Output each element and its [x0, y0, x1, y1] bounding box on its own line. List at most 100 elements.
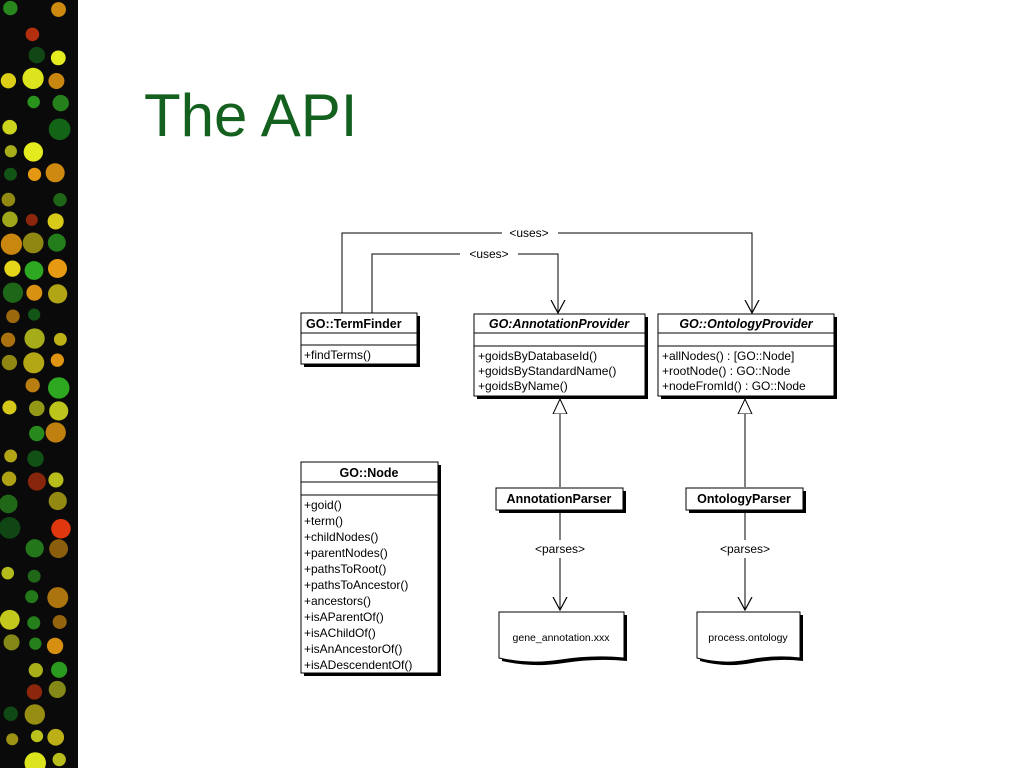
microarray-spot	[23, 352, 45, 374]
microarray-spot	[2, 119, 18, 135]
microarray-spot	[46, 637, 64, 655]
microarray-spot	[6, 733, 19, 746]
microarray-spot	[0, 332, 16, 347]
microarray-spot	[23, 142, 44, 162]
microarray-spot	[29, 637, 42, 650]
microarray-image	[0, 0, 78, 768]
microarray-spot	[51, 661, 68, 678]
method: +isAChildOf()	[304, 626, 376, 640]
microarray-spot	[50, 353, 64, 367]
microarray-spot	[49, 401, 69, 421]
microarray-spot	[27, 450, 44, 467]
microarray-spot	[24, 704, 46, 725]
method: +goidsByStandardName()	[478, 364, 616, 378]
microarray-spot	[6, 309, 20, 324]
microarray-spot	[22, 67, 44, 90]
method: +rootNode() : GO::Node	[662, 364, 791, 378]
class-ontology-parser: OntologyParser	[685, 487, 806, 513]
microarray-spot	[2, 211, 18, 228]
microarray-spot	[45, 163, 65, 183]
microarray-spot	[47, 233, 66, 252]
microarray-spot	[2, 400, 17, 415]
microarray-spot	[52, 752, 66, 767]
microarray-spot	[4, 167, 17, 181]
class-name: GO:AnnotationProvider	[489, 317, 630, 331]
microarray-spot	[24, 328, 45, 349]
parses-annotation-edge: <parses>	[535, 511, 585, 610]
microarray-spot	[26, 284, 43, 301]
method: +isADescendentOf()	[304, 658, 412, 672]
microarray-spot	[49, 539, 68, 559]
method: +goidsByDatabaseId()	[478, 349, 597, 363]
uses-ontology-edge: <uses>	[341, 226, 752, 314]
microarray-spot	[3, 706, 18, 721]
class-name: GO::Node	[339, 466, 398, 480]
uses-label: <uses>	[469, 247, 508, 261]
microarray-spot	[30, 729, 44, 743]
microarray-spot	[4, 260, 21, 277]
microarray-spot	[48, 680, 66, 699]
microarray-spot	[29, 400, 45, 417]
microarray-spot	[50, 50, 66, 66]
class-go-node: GO::Node +goid()+term()+childNodes()+par…	[300, 461, 441, 676]
file-ontology-document: process.ontology	[696, 611, 803, 666]
class-annotation-provider: GO:AnnotationProvider +goidsByDatabaseId…	[473, 313, 648, 399]
microarray-spot	[22, 232, 44, 254]
microarray-spot	[3, 634, 20, 651]
class-ontology-provider: GO::OntologyProvider +allNodes() : [GO::…	[657, 313, 837, 399]
microarray-spot	[47, 258, 68, 279]
microarray-spot	[48, 118, 71, 141]
file-name: process.ontology	[708, 632, 788, 644]
class-name: GO::TermFinder	[306, 317, 402, 331]
microarray-spot	[52, 94, 69, 112]
microarray-spot	[27, 616, 41, 630]
method: +nodeFromId() : GO::Node	[662, 379, 806, 393]
microarray-spot	[1, 566, 15, 580]
method: +ancestors()	[304, 594, 371, 608]
microarray-spot	[48, 472, 64, 488]
method: +isAParentOf()	[304, 610, 384, 624]
microarray-spot	[25, 27, 40, 42]
microarray-spot	[25, 539, 44, 558]
method: +childNodes()	[304, 530, 378, 544]
microarray-spot	[51, 2, 66, 17]
method: +goid()	[304, 498, 342, 512]
class-name: AnnotationParser	[507, 492, 612, 506]
microarray-spot	[48, 284, 68, 304]
microarray-spot	[47, 213, 64, 230]
microarray-spot	[2, 282, 24, 303]
method: +pathsToRoot()	[304, 562, 386, 576]
microarray-spot	[27, 569, 41, 583]
class-name: GO::OntologyProvider	[679, 317, 813, 331]
microarray-spot	[24, 752, 46, 768]
microarray-spot	[3, 0, 18, 16]
microarray-spot	[26, 684, 43, 700]
microarray-spot	[52, 614, 67, 629]
microarray-spot	[0, 73, 17, 89]
uses-label: <uses>	[509, 226, 548, 240]
file-annotation-document: gene_annotation.xxx	[498, 611, 627, 666]
microarray-spot	[51, 518, 71, 539]
microarray-spot	[53, 192, 67, 207]
microarray-spot	[1, 354, 18, 371]
microarray-spot	[1, 471, 17, 486]
method: +allNodes() : [GO::Node]	[662, 349, 794, 363]
file-name: gene_annotation.xxx	[513, 632, 611, 644]
microarray-spot	[53, 332, 67, 346]
microarray-spot	[0, 494, 18, 514]
microarray-spot	[24, 261, 44, 280]
class-term-finder: GO::TermFinder +findTerms()	[300, 312, 420, 367]
method: +isAnAncestorOf()	[304, 642, 402, 656]
method: +term()	[304, 514, 343, 528]
microarray-spot	[48, 73, 65, 90]
microarray-spot	[29, 425, 45, 442]
method: +goidsByName()	[478, 379, 568, 393]
microarray-spot	[0, 609, 20, 630]
microarray-spot	[47, 587, 69, 609]
microarray-spot	[47, 728, 65, 746]
method: +parentNodes()	[304, 546, 388, 560]
microarray-spot	[48, 377, 70, 399]
parses-label: <parses>	[720, 542, 770, 556]
microarray-spot	[25, 590, 39, 604]
